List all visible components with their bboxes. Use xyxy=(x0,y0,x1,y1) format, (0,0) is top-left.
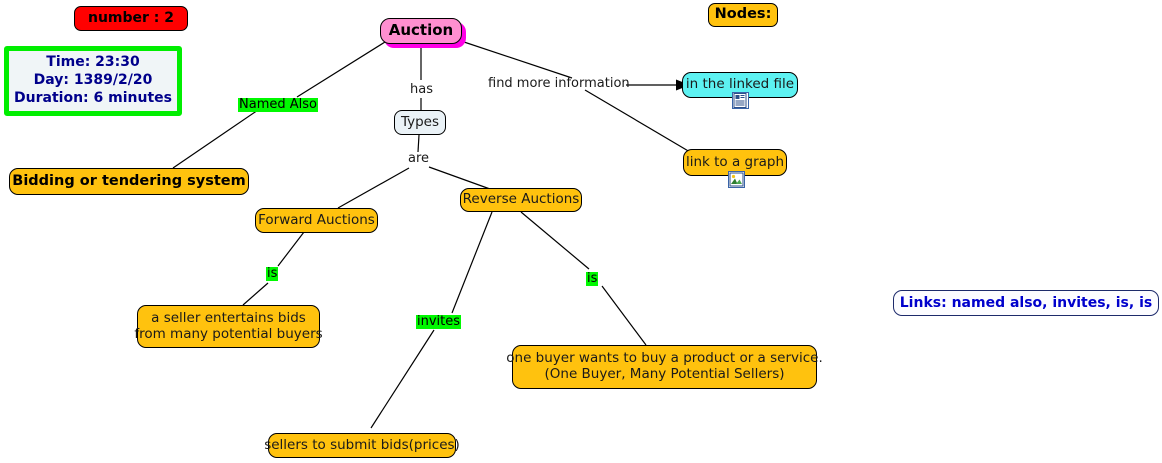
session-day: Day: 1389/2/20 xyxy=(33,72,153,89)
node-seller-entertains-bids[interactable]: a seller entertains bids from many poten… xyxy=(134,305,323,348)
edge-invites-sellerssubmit xyxy=(370,329,435,429)
session-number-badge: number : 2 xyxy=(74,6,188,31)
edge-forward-is xyxy=(277,231,305,267)
legend-links-badge: Links: named also, invites, is, is xyxy=(893,290,1159,316)
edge-reverse-is2 xyxy=(520,211,590,270)
legend-nodes-badge: Nodes: xyxy=(708,3,778,27)
edge-label-named-also[interactable]: Named Also xyxy=(238,97,318,113)
edge-is-sellerbids xyxy=(242,282,269,306)
edge-label-invites[interactable]: invites xyxy=(416,314,462,330)
node-types[interactable]: Types xyxy=(394,110,446,135)
edge-types-are xyxy=(417,134,420,153)
edge-label-find-more-information[interactable]: find more information xyxy=(488,76,630,91)
edge-are-reverse xyxy=(428,166,491,190)
node-sellers-submit-bids[interactable]: sellers to submit bids(prices) xyxy=(264,433,460,458)
node-reverse-auctions[interactable]: Reverse Auctions xyxy=(460,188,582,212)
edge-are-forward xyxy=(337,167,410,209)
edge-label-are[interactable]: are xyxy=(408,151,430,166)
node-one-buyer-wants-to-buy[interactable]: one buyer wants to buy a product or a se… xyxy=(506,345,823,389)
edge-auction-namedalso xyxy=(296,41,386,98)
edge-auction-findmore xyxy=(460,40,573,79)
edge-label-has[interactable]: has xyxy=(410,82,433,97)
edge-label-is-reverse[interactable]: is xyxy=(586,271,599,287)
edge-namedalso-bidding xyxy=(172,109,259,169)
document-icon[interactable] xyxy=(732,92,749,109)
edge-label-is-forward[interactable]: is xyxy=(266,266,279,282)
edge-findmore-graph xyxy=(584,89,691,153)
session-duration: Duration: 6 minutes xyxy=(14,89,172,106)
session-time: Time: 23:30 xyxy=(46,54,140,71)
edge-reverse-invites xyxy=(451,211,493,314)
node-bidding-or-tendering-system[interactable]: Bidding or tendering system xyxy=(9,168,249,195)
image-icon[interactable] xyxy=(728,171,745,188)
node-forward-auctions[interactable]: Forward Auctions xyxy=(255,208,378,233)
session-info-box: Time: 23:30 Day: 1389/2/20 Duration: 6 m… xyxy=(4,46,182,116)
node-link-to-a-graph[interactable]: link to a graph xyxy=(683,149,787,176)
node-auction[interactable]: Auction xyxy=(380,18,462,44)
edge-is2-onebuyer xyxy=(601,285,647,346)
